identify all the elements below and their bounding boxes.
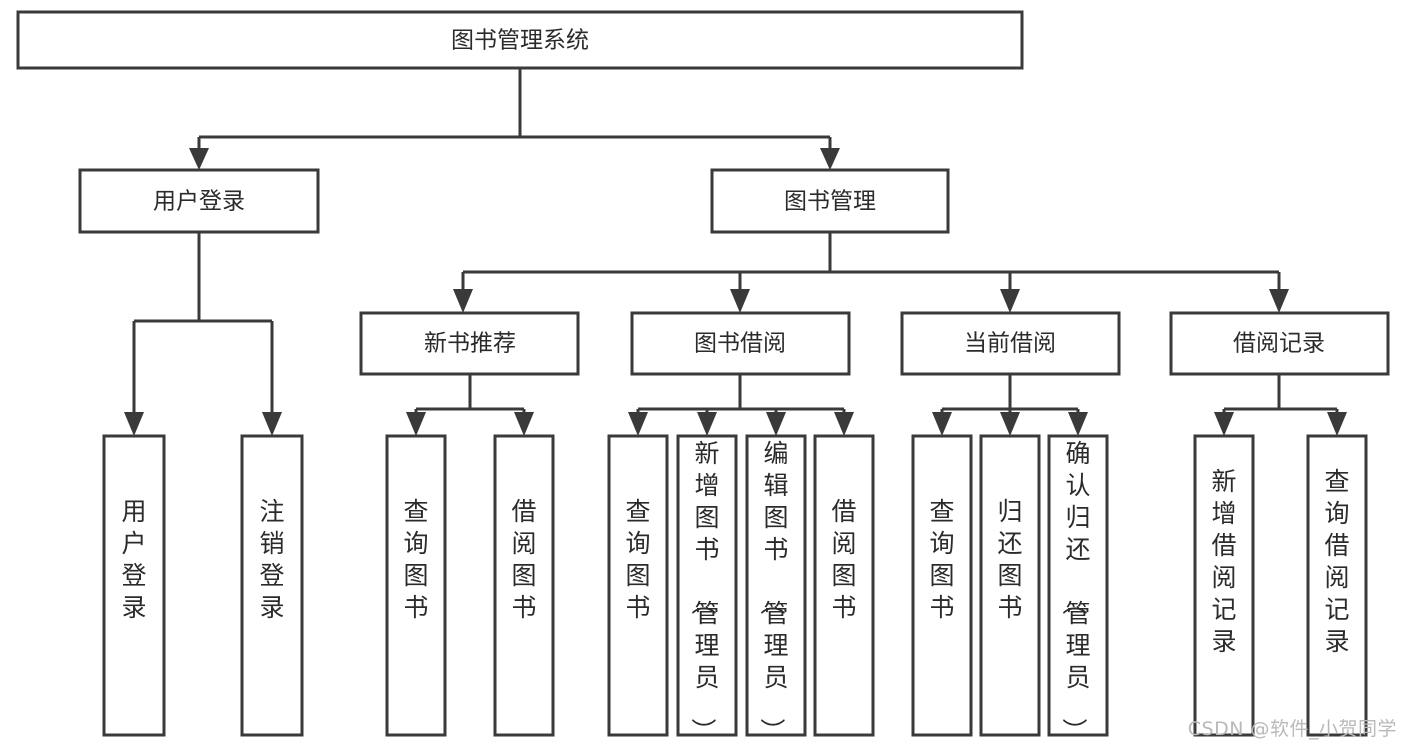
node-leaf-edit-book[interactable]: 编辑图书（管理员）	[745, 434, 807, 743]
node-leaf-query-book-2[interactable]: 查询图书	[607, 434, 669, 737]
node-leaf-query-book-3-rect[interactable]	[911, 434, 973, 737]
node-leaf-logout-login-label: 注销登录	[259, 497, 284, 622]
node-current-borrow[interactable]: 当前借阅	[900, 311, 1121, 376]
arrowhead-leaf-query-book-1	[406, 412, 426, 436]
arrowhead-leaf-add-record	[1214, 412, 1234, 436]
node-leaf-borrow-book-2-label: 借阅图书	[831, 497, 856, 622]
node-leaf-edit-book-label: 编辑图书（管理员）	[757, 439, 788, 743]
node-leaf-query-book-3[interactable]: 查询图书	[911, 434, 973, 737]
node-leaf-edit-book-rect[interactable]	[745, 434, 807, 737]
node-root-book-management-system[interactable]: 图书管理系统	[16, 10, 1024, 70]
arrowhead-user-login	[189, 148, 209, 170]
node-new-book-recommend-label: 新书推荐	[424, 331, 516, 357]
edges-user-login-to-leaves	[124, 232, 282, 436]
arrowhead-leaf-borrow-book-1	[514, 412, 534, 436]
node-book-management-rect[interactable]	[710, 168, 950, 234]
node-new-book-recommend-rect[interactable]	[359, 311, 580, 376]
node-leaf-query-book-1-rect[interactable]	[385, 434, 447, 737]
arrowhead-borrow-record	[1269, 289, 1289, 313]
node-leaf-add-book-label: 新增图书（管理员）	[688, 439, 719, 743]
arrowhead-leaf-edit-book	[766, 412, 786, 436]
node-leaf-return-book[interactable]: 归还图书	[979, 434, 1041, 737]
arrowhead-leaf-user-login	[124, 412, 144, 436]
node-current-borrow-label: 当前借阅	[964, 331, 1056, 357]
node-user-login[interactable]: 用户登录	[78, 168, 320, 234]
arrowhead-leaf-confirm-return	[1068, 412, 1088, 436]
arrowhead-new-book-recommend	[453, 289, 473, 313]
arrowhead-leaf-borrow-book-2	[834, 412, 854, 436]
node-borrow-record[interactable]: 借阅记录	[1169, 311, 1390, 376]
node-leaf-query-book-2-rect[interactable]	[607, 434, 669, 737]
arrowhead-book-management	[820, 148, 840, 170]
node-leaf-query-book-1-label: 查询图书	[403, 497, 428, 622]
edges-new-book-recommend-to-leaves	[406, 374, 534, 436]
node-root-label: 图书管理系统	[451, 28, 589, 54]
node-leaf-query-book-2-label: 查询图书	[625, 497, 650, 622]
node-leaf-add-record-label: 新增借阅记录	[1211, 467, 1236, 656]
node-leaf-confirm-return-label: 确认归还（管理员）	[1059, 439, 1090, 743]
node-leaf-query-record[interactable]: 查询借阅记录	[1306, 434, 1368, 737]
node-leaf-add-book-rect[interactable]	[676, 434, 738, 737]
node-leaf-query-book-1[interactable]: 查询图书	[385, 434, 447, 737]
node-leaf-logout-login-rect[interactable]	[240, 434, 304, 737]
node-leaf-return-book-rect[interactable]	[979, 434, 1041, 737]
arrowhead-leaf-query-record	[1327, 412, 1347, 436]
node-leaf-borrow-book-2-rect[interactable]	[813, 434, 875, 737]
node-borrow-record-label: 借阅记录	[1233, 331, 1325, 357]
edges-book-borrow-to-leaves	[628, 374, 854, 436]
node-leaf-borrow-book-1-rect[interactable]	[493, 434, 555, 737]
node-leaf-user-login-rect[interactable]	[102, 434, 166, 737]
node-book-borrow[interactable]: 图书借阅	[630, 311, 851, 376]
node-current-borrow-rect[interactable]	[900, 311, 1121, 376]
arrowhead-leaf-add-book	[697, 412, 717, 436]
node-leaf-confirm-return-rect[interactable]	[1047, 434, 1109, 737]
node-leaf-user-login-label: 用户登录	[121, 497, 146, 622]
edges-current-borrow-to-leaves	[932, 374, 1088, 436]
arrowhead-current-borrow	[1000, 289, 1020, 313]
node-book-management[interactable]: 图书管理	[710, 168, 950, 234]
node-leaf-user-login[interactable]: 用户登录	[102, 434, 166, 737]
node-book-borrow-label: 图书借阅	[694, 331, 786, 357]
node-leaf-return-book-label: 归还图书	[997, 497, 1022, 622]
node-leaf-query-record-label: 查询借阅记录	[1324, 467, 1349, 656]
node-leaf-borrow-book-2[interactable]: 借阅图书	[813, 434, 875, 737]
arrowhead-leaf-logout-login	[262, 412, 282, 436]
node-book-borrow-rect[interactable]	[630, 311, 851, 376]
edges-root-to-level2	[189, 68, 840, 170]
arrowhead-leaf-return-book	[1000, 412, 1020, 436]
node-leaf-confirm-return[interactable]: 确认归还（管理员）	[1047, 434, 1109, 743]
node-user-login-rect[interactable]	[78, 168, 320, 234]
node-leaf-borrow-book-1-label: 借阅图书	[511, 497, 536, 622]
node-leaf-add-record-rect[interactable]	[1193, 434, 1255, 737]
edges-book-management-to-level3	[453, 232, 1289, 313]
node-leaf-borrow-book-1[interactable]: 借阅图书	[493, 434, 555, 737]
node-leaf-logout-login[interactable]: 注销登录	[240, 434, 304, 737]
node-user-login-label: 用户登录	[153, 189, 245, 215]
node-leaf-add-book[interactable]: 新增图书（管理员）	[676, 434, 738, 743]
node-borrow-record-rect[interactable]	[1169, 311, 1390, 376]
node-book-management-label: 图书管理	[784, 189, 876, 215]
arrowhead-leaf-query-book-2	[628, 412, 648, 436]
node-root-rect[interactable]	[16, 10, 1024, 70]
node-new-book-recommend[interactable]: 新书推荐	[359, 311, 580, 376]
edges-borrow-record-to-leaves	[1214, 374, 1347, 436]
node-leaf-query-book-3-label: 查询图书	[929, 497, 954, 622]
node-leaf-query-record-rect[interactable]	[1306, 434, 1368, 737]
arrowhead-book-borrow	[730, 289, 750, 313]
node-leaf-add-record[interactable]: 新增借阅记录	[1193, 434, 1255, 737]
arrowhead-leaf-query-book-3	[932, 412, 952, 436]
